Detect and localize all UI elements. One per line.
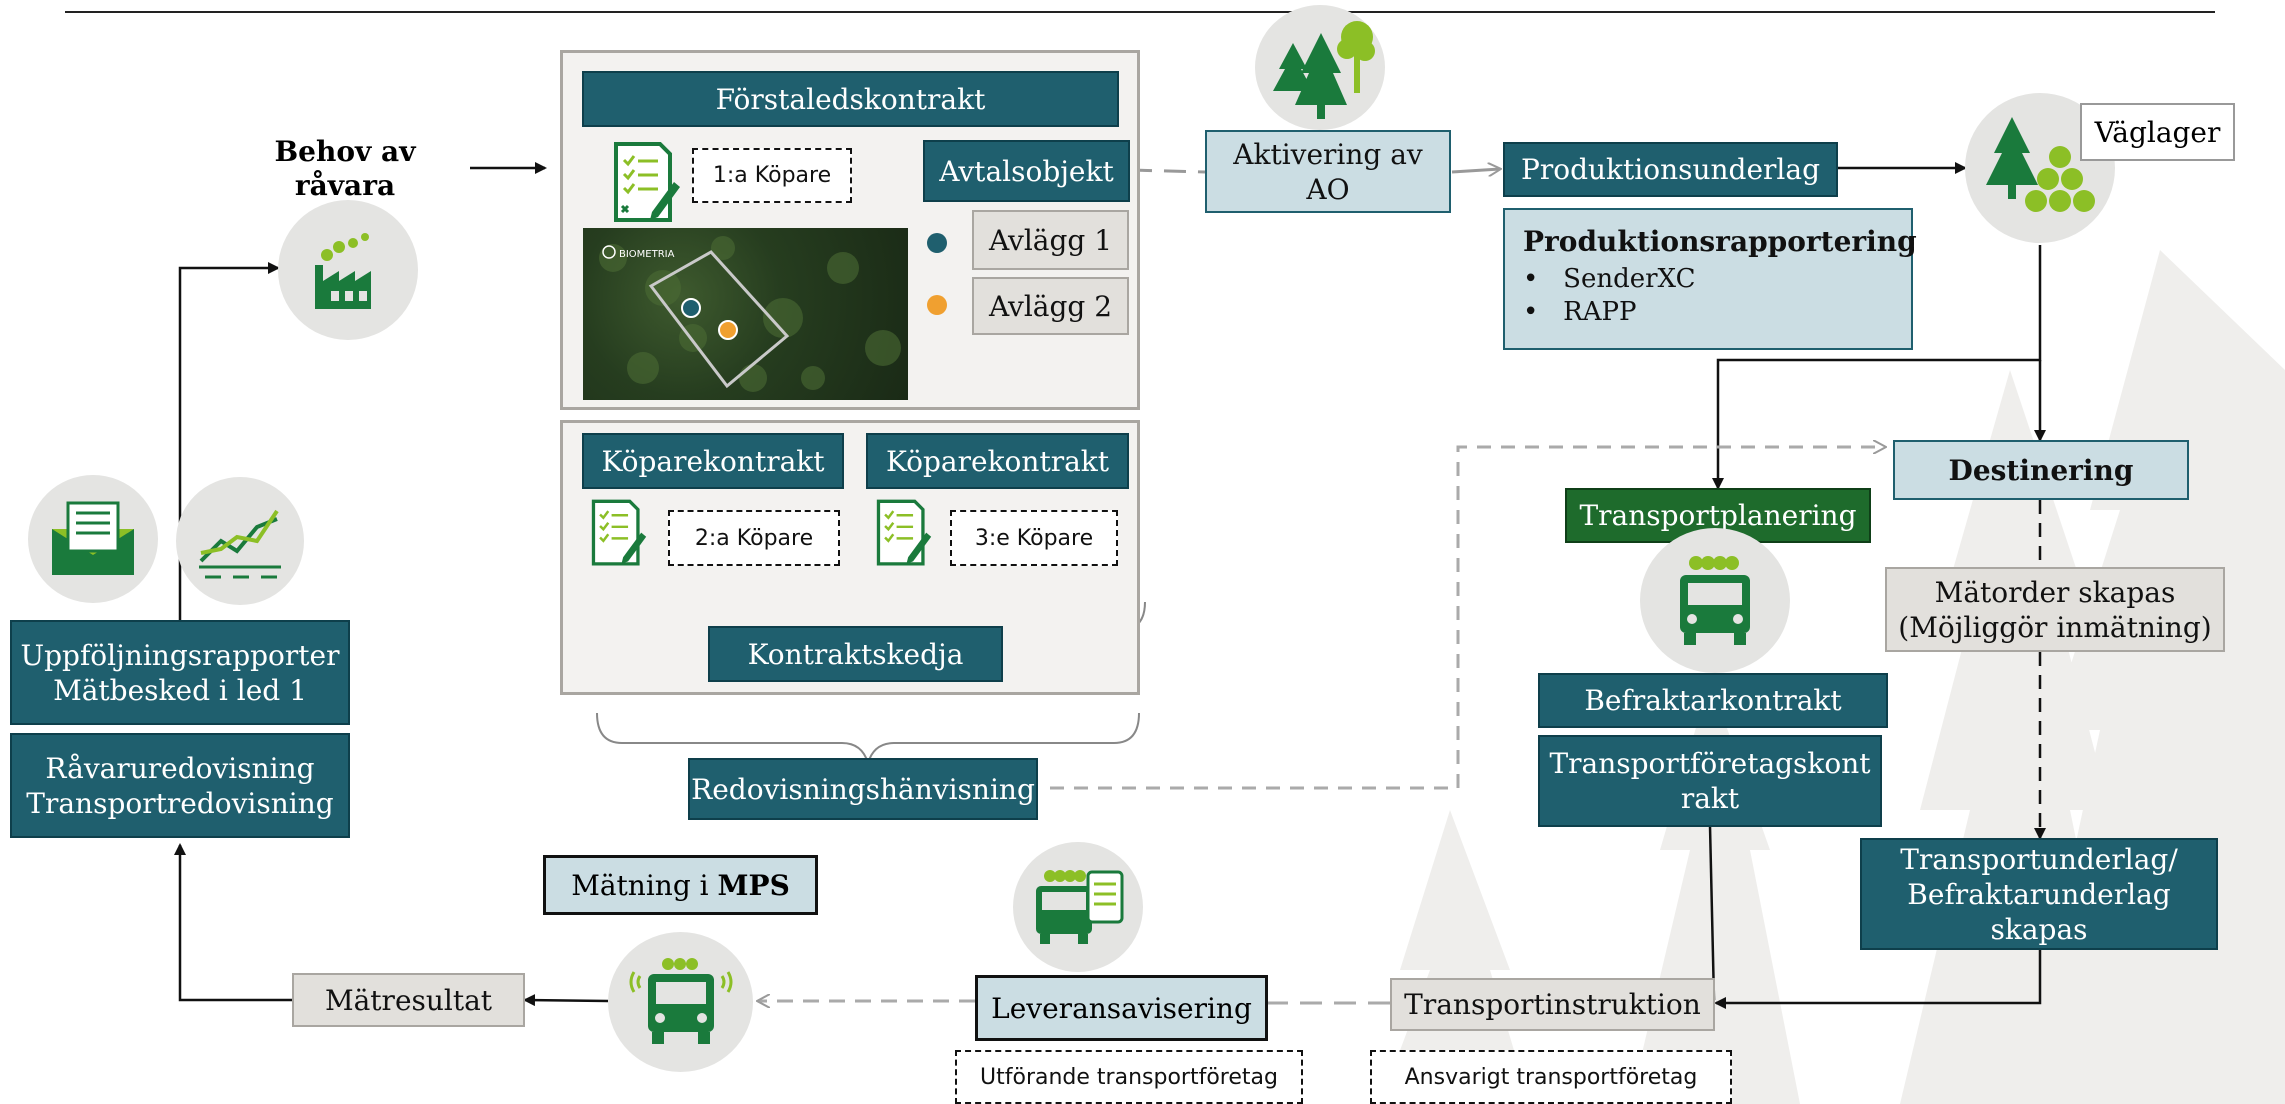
third-buyer-box: 3:e Köpare bbox=[950, 510, 1118, 566]
contract-chain-box[interactable]: Kontraktskedja bbox=[708, 626, 1003, 682]
first-contract-title[interactable]: Förstaledskontrakt bbox=[582, 71, 1119, 127]
transportforetagskontrakt-box[interactable]: Transportföretagskont rakt bbox=[1538, 735, 1882, 827]
reports-line1: Uppföljningsrapporter bbox=[20, 638, 340, 672]
buyer-contract-2[interactable]: Köparekontrakt bbox=[866, 433, 1129, 489]
first-buyer-box: 1:a Köpare bbox=[692, 148, 852, 203]
truck-tablet-icon bbox=[1013, 842, 1143, 972]
transportinstruktion-box[interactable]: Transportinstruktion bbox=[1390, 978, 1715, 1031]
leveransavisering-box[interactable]: Leveransavisering bbox=[975, 975, 1268, 1041]
production-reporting-box[interactable]: Produktionsrapportering • SenderXC • RAP… bbox=[1503, 208, 1917, 350]
transportforetagskontrakt-line2: rakt bbox=[1680, 782, 1740, 815]
matning-bold: MPS bbox=[717, 868, 790, 902]
reports-line2: Mätbesked i led 1 bbox=[53, 673, 307, 707]
factory-icon bbox=[278, 200, 418, 340]
production-item-senderxc: SenderXC bbox=[1563, 264, 1696, 294]
matorder-box[interactable]: Mätorder skapas (Möjliggör inmätning) bbox=[1885, 567, 2225, 652]
befraktarkontrakt-box[interactable]: Befraktarkontrakt bbox=[1538, 673, 1888, 728]
production-reporting-item: • RAPP bbox=[1523, 296, 1637, 327]
avlagg1-marker bbox=[927, 233, 947, 253]
matning-prefix: Mätning i bbox=[571, 868, 718, 902]
aerial-forest-map: BIOMETRIA bbox=[583, 228, 908, 400]
activation-box[interactable]: Aktivering av AO bbox=[1205, 130, 1451, 213]
reports-line3: Råvaruredovisning bbox=[45, 751, 315, 785]
truck-icon bbox=[1640, 528, 1790, 673]
transportunderlag-box[interactable]: Transportunderlag/ Befraktarunderlag ska… bbox=[1860, 838, 2218, 950]
followup-reports-box[interactable]: Uppföljningsrapporter Mätbesked i led 1 bbox=[10, 620, 350, 725]
vaglager-box[interactable]: Väglager bbox=[2080, 103, 2235, 161]
production-item-rapp: RAPP bbox=[1563, 296, 1637, 327]
activation-line2: AO bbox=[1306, 172, 1350, 206]
utforande-box: Utförande transportföretag bbox=[955, 1050, 1303, 1104]
raw-material-reports-box[interactable]: Råvaruredovisning Transportredovisning bbox=[10, 733, 350, 838]
contract-document-icon bbox=[612, 140, 682, 225]
contract-document-icon bbox=[870, 498, 938, 568]
matresultat-box[interactable]: Mätresultat bbox=[292, 973, 525, 1027]
mail-checklist-icon bbox=[28, 475, 158, 603]
activation-line1: Aktivering av bbox=[1233, 137, 1423, 171]
second-buyer-box: 2:a Köpare bbox=[668, 510, 840, 566]
chart-icon bbox=[176, 477, 304, 605]
avlagg1-box[interactable]: Avlägg 1 bbox=[972, 210, 1129, 270]
transportforetagskontrakt-line1: Transportföretagskont bbox=[1549, 747, 1871, 780]
redovisning-box[interactable]: Redovisningshänvisning bbox=[688, 758, 1038, 820]
production-underlag-box[interactable]: Produktionsunderlag bbox=[1503, 142, 1838, 197]
transportunderlag-line3: skapas bbox=[1990, 912, 2088, 946]
matorder-line1: Mätorder skapas bbox=[1934, 575, 2176, 609]
measuring-truck-icon bbox=[608, 932, 753, 1072]
transportunderlag-line2: Befraktarunderlag bbox=[1907, 877, 2171, 911]
destinering-box[interactable]: Destinering bbox=[1893, 440, 2189, 500]
ansvarigt-box: Ansvarigt transportföretag bbox=[1370, 1050, 1732, 1104]
contract-object-box[interactable]: Avtalsobjekt bbox=[923, 140, 1130, 202]
biometria-logo: BIOMETRIA bbox=[619, 249, 675, 260]
matning-box[interactable]: Mätning i MPS bbox=[543, 855, 818, 915]
need-label: Behov av råvara bbox=[245, 135, 445, 202]
buyer-contract-1[interactable]: Köparekontrakt bbox=[582, 433, 844, 489]
trees-icon bbox=[1255, 5, 1385, 130]
production-reporting-item: • SenderXC bbox=[1523, 264, 1696, 294]
contract-document-icon bbox=[585, 498, 653, 568]
production-reporting-title: Produktionsrapportering bbox=[1523, 225, 1917, 258]
matorder-line2: (Möjliggör inmätning) bbox=[1898, 610, 2212, 644]
avlagg2-marker bbox=[927, 295, 947, 315]
reports-line4: Transportredovisning bbox=[26, 786, 334, 820]
transportunderlag-line1: Transportunderlag/ bbox=[1900, 842, 2178, 876]
need-line2: råvara bbox=[294, 168, 396, 202]
need-line1: Behov av bbox=[274, 135, 416, 168]
avlagg2-box[interactable]: Avlägg 2 bbox=[972, 277, 1129, 335]
